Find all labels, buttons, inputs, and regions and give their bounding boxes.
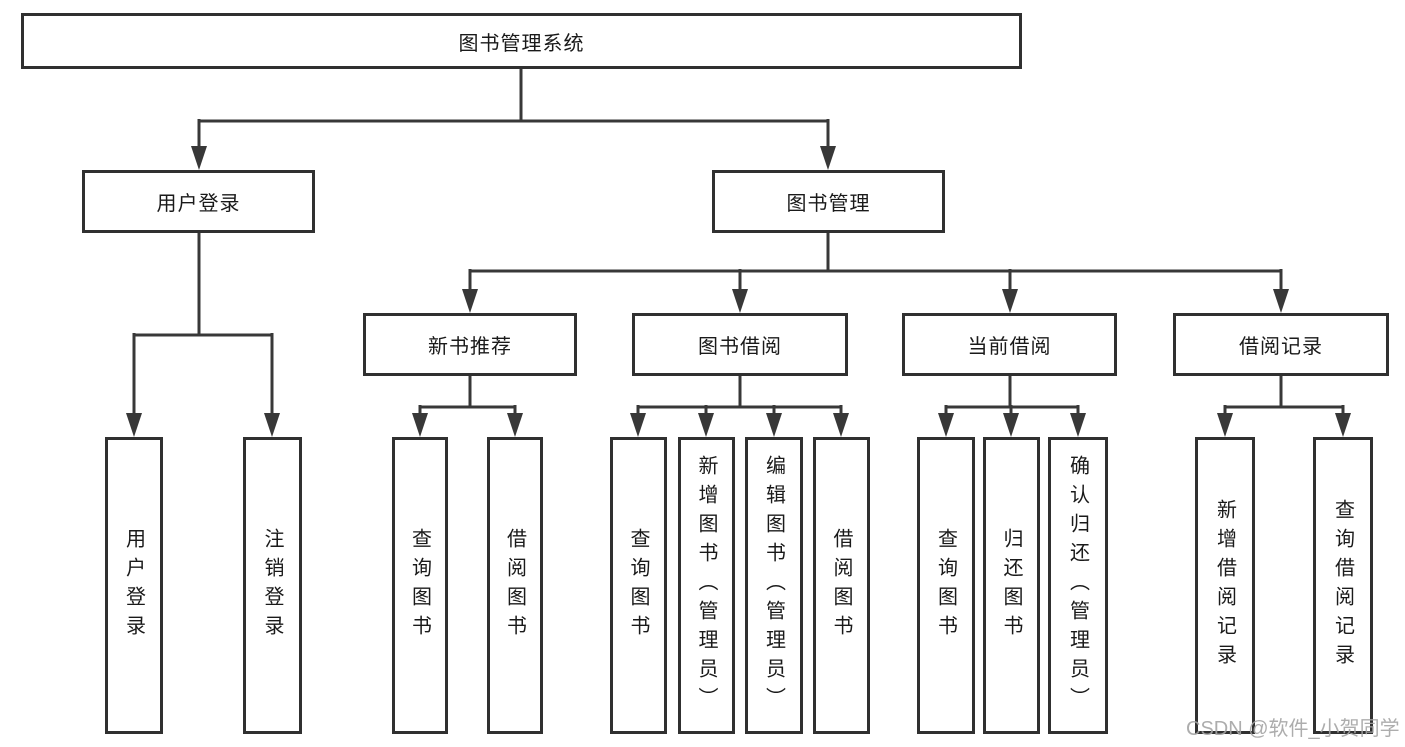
leaf-user-login: 用户登录 xyxy=(105,437,163,734)
leaf-add-borrow-record: 新增借阅记录 xyxy=(1195,437,1255,734)
leaf-query-book-1: 查询图书 xyxy=(392,437,448,734)
leaf-logout: 注销登录 xyxy=(243,437,302,734)
leaf-add-book-admin: 新增图书（管理员） xyxy=(678,437,735,734)
leaf-query-borrow-record: 查询借阅记录 xyxy=(1313,437,1373,734)
node-borrow-records: 借阅记录 xyxy=(1173,313,1389,376)
leaf-confirm-return-admin: 确认归还（管理员） xyxy=(1048,437,1108,734)
csdn-watermark: CSDN @软件_小贺同学 xyxy=(1186,718,1400,740)
leaf-query-book-2: 查询图书 xyxy=(610,437,667,734)
leaf-borrow-book-1: 借阅图书 xyxy=(487,437,543,734)
node-book-management-label: 图书管理 xyxy=(786,193,871,215)
leaf-return-book: 归还图书 xyxy=(983,437,1040,734)
leaf-borrow-book-2: 借阅图书 xyxy=(813,437,870,734)
node-user-login: 用户登录 xyxy=(82,170,315,233)
arrowhead-icons xyxy=(126,146,1351,437)
leaf-edit-book-admin: 编辑图书（管理员） xyxy=(745,437,803,734)
node-book-borrow: 图书借阅 xyxy=(632,313,848,376)
node-root-label: 图书管理系统 xyxy=(458,32,585,55)
node-user-login-label: 用户登录 xyxy=(156,193,241,215)
node-root-system: 图书管理系统 xyxy=(21,13,1022,69)
node-book-management: 图书管理 xyxy=(712,170,945,233)
leaf-query-book-3: 查询图书 xyxy=(917,437,975,734)
node-current-borrow: 当前借阅 xyxy=(902,313,1117,376)
node-new-book-recommend: 新书推荐 xyxy=(363,313,577,376)
